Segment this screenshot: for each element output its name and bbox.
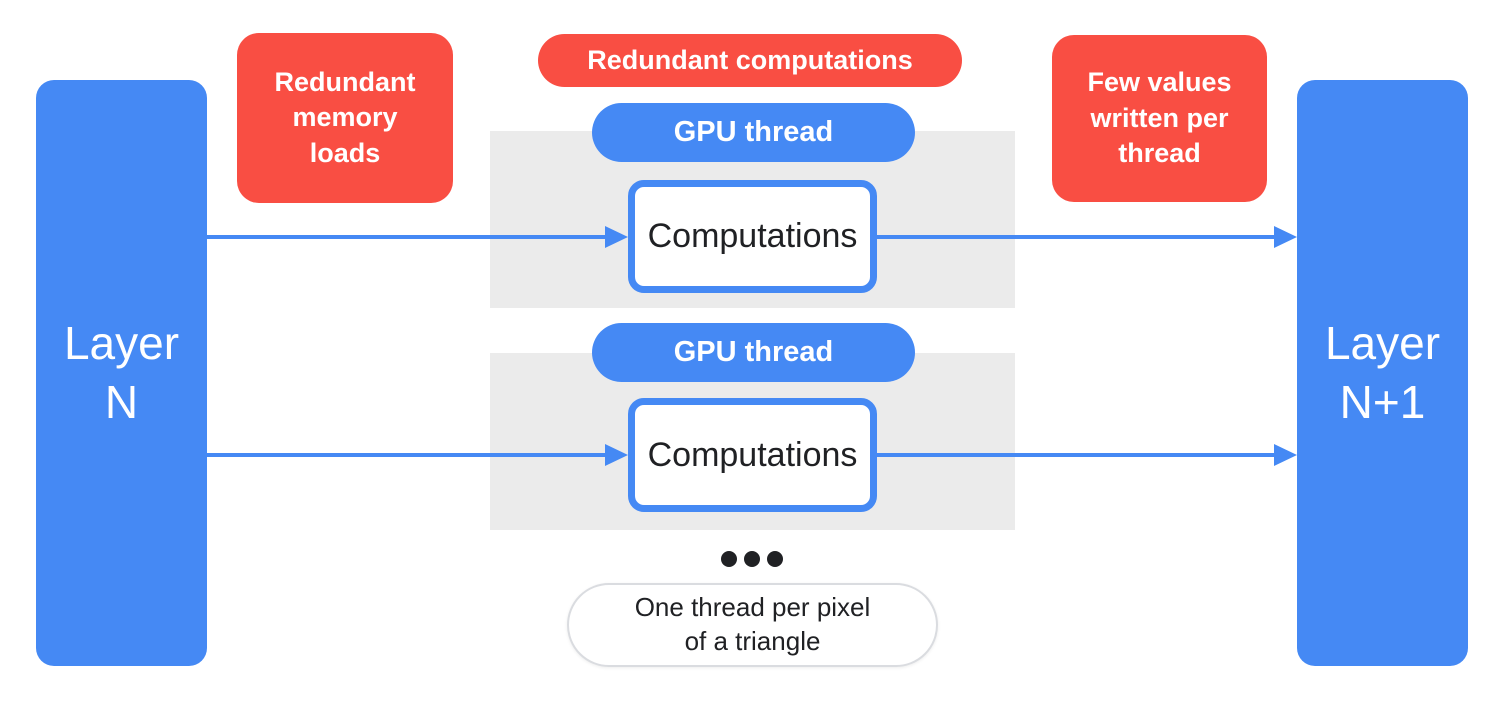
ellipsis-dots-icon <box>721 551 783 567</box>
callout-redundant-computations: Redundant computations <box>538 34 962 87</box>
arrowhead-icon-comp-1 <box>605 226 628 248</box>
arrow-line-comp-1-to-layer-n1 <box>877 235 1275 239</box>
dot-icon <box>721 551 737 567</box>
gpu-thread-pill-1: GPU thread <box>592 103 915 162</box>
dot-icon <box>744 551 760 567</box>
arrow-line-comp-2-to-layer-n1 <box>877 453 1275 457</box>
layer-n-plus-1-box: Layer N+1 <box>1297 80 1468 666</box>
layer-n-box: Layer N <box>36 80 207 666</box>
callout-redundant-memory-loads: Redundant memory loads <box>237 33 453 203</box>
dot-icon <box>767 551 783 567</box>
arrow-line-layer-n-to-comp-2 <box>207 453 607 457</box>
computations-box-1: Computations <box>628 180 877 293</box>
arrowhead-icon-layer-n1-row-1 <box>1274 226 1297 248</box>
arrow-line-layer-n-to-comp-1 <box>207 235 607 239</box>
callout-few-values-written: Few values written per thread <box>1052 35 1267 202</box>
note-one-thread-per-pixel: One thread per pixel of a triangle <box>567 583 938 667</box>
arrowhead-icon-comp-2 <box>605 444 628 466</box>
gpu-thread-pill-2: GPU thread <box>592 323 915 382</box>
computations-box-2: Computations <box>628 398 877 512</box>
arrowhead-icon-layer-n1-row-2 <box>1274 444 1297 466</box>
